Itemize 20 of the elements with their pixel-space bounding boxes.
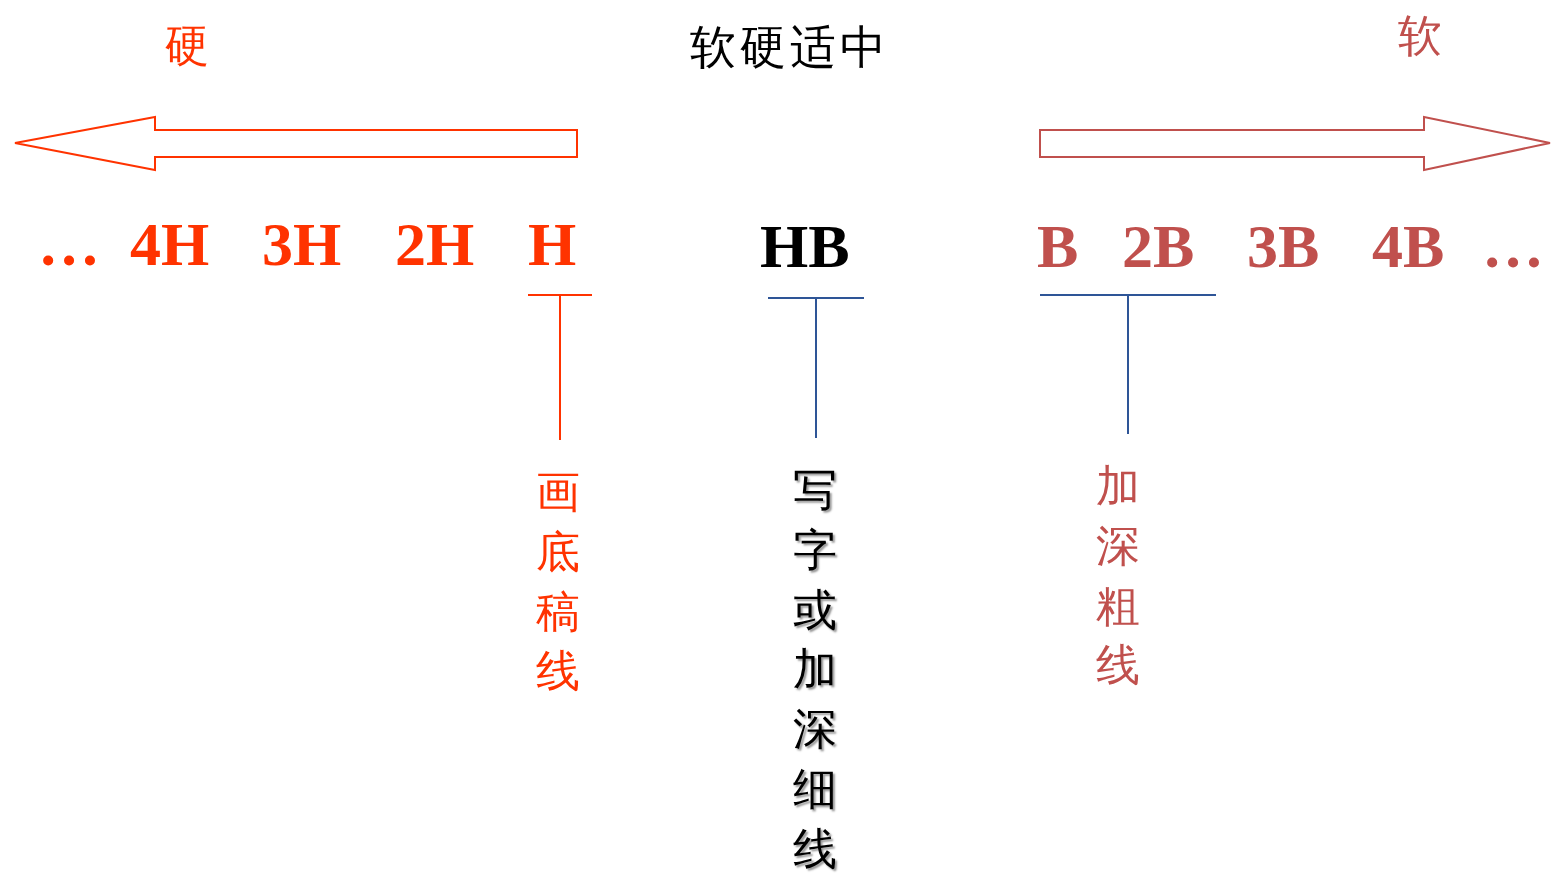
- pencil-grade: 2B: [1122, 215, 1195, 277]
- pencil-grade: 3H: [262, 213, 342, 275]
- vertical-note: 写字或加深细线: [793, 460, 837, 877]
- pencil-grade: H: [528, 213, 577, 275]
- pencil-grade: B: [1037, 215, 1079, 277]
- pencil-grade: 2H: [395, 213, 475, 275]
- pencil-grade: HB: [760, 215, 850, 277]
- title-text: 软硬适中: [690, 24, 890, 70]
- leader-line: [1127, 295, 1129, 435]
- vertical-note: 加深粗线: [1096, 456, 1140, 696]
- pencil-grade: 4H: [130, 213, 210, 275]
- vertical-note: 画底稿线: [536, 462, 580, 702]
- hardness-label: 软: [1398, 14, 1442, 58]
- pencil-grade: 4B: [1372, 215, 1445, 277]
- leader-line: [815, 298, 817, 439]
- hardness-label: 硬: [165, 24, 209, 68]
- ellipsis-text: …: [1482, 215, 1544, 277]
- leader-line: [559, 295, 561, 441]
- pencil-grade: 3B: [1247, 215, 1320, 277]
- ellipsis-text: …: [38, 213, 100, 275]
